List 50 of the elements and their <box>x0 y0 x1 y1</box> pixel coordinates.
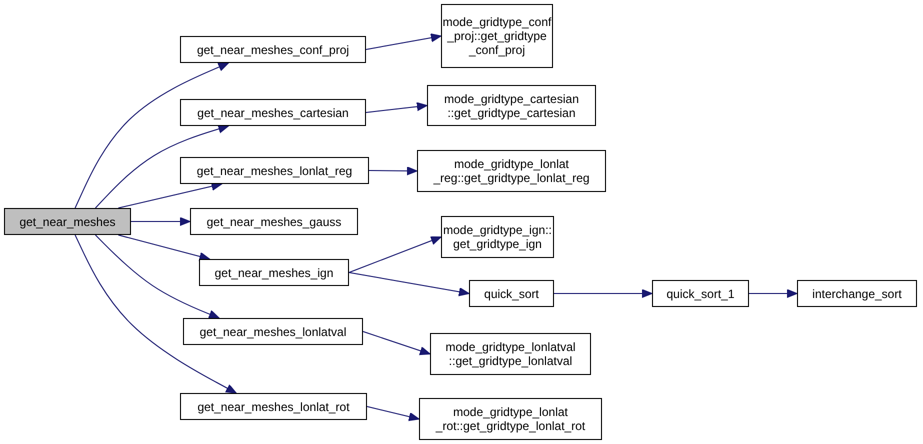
function-box <box>441 4 553 68</box>
function-name: get_near_meshes <box>19 214 116 228</box>
function-name: get_near_meshes_lonlatval <box>200 324 346 338</box>
arrow <box>366 33 442 50</box>
function-name: quick_sort <box>484 286 539 300</box>
function-name: mode_gridtype_lonlat _reg::get_gridtype_lonlat_reg <box>432 157 591 185</box>
function-box <box>652 280 749 307</box>
function-box <box>430 333 591 375</box>
arrow <box>368 166 418 176</box>
arrow <box>366 406 420 422</box>
arrow <box>74 62 229 208</box>
function-box <box>797 280 917 307</box>
function-box <box>469 280 554 307</box>
function-name: quick_sort_1 <box>666 286 735 300</box>
arrow <box>348 272 470 296</box>
function-box <box>419 398 602 440</box>
arrow <box>118 182 222 208</box>
function-box <box>417 150 606 192</box>
function-name: get_near_meshes_conf_proj <box>196 42 350 56</box>
arrow <box>118 234 210 261</box>
function-box <box>180 99 366 126</box>
function-box <box>180 36 366 63</box>
arrow <box>554 289 652 298</box>
function-box <box>199 259 349 286</box>
arrow <box>74 234 237 394</box>
function-box <box>427 85 596 126</box>
function-box <box>180 157 369 184</box>
function-name: get_near_meshes_lonlat_reg <box>196 164 352 178</box>
function-box <box>180 393 367 420</box>
function-name: mode_gridtype_lonlat _rot::get_gridtype_lonlat_rot <box>434 405 586 433</box>
function-name: get_near_meshes_cartesian <box>197 106 349 120</box>
arrow <box>130 217 190 226</box>
function-box <box>441 216 554 258</box>
function-name: get_near_meshes_ign <box>214 266 334 280</box>
function-box <box>4 208 131 235</box>
function-name: mode_gridtype_lonlatval ::get_gridtype_lonlatval <box>444 340 577 368</box>
function-name: mode_gridtype_ign:: get_gridtype_ign <box>443 223 552 251</box>
function-box <box>183 318 363 345</box>
function-name: interchange_sort <box>812 286 902 300</box>
arrow <box>748 289 798 298</box>
arrow <box>94 124 229 208</box>
arrow <box>94 234 220 318</box>
function-box <box>190 208 358 235</box>
function-name: get_near_meshes_gauss <box>206 214 342 228</box>
arrow <box>366 102 428 113</box>
arrow <box>348 236 442 273</box>
function-name: mode_gridtype_cartesian ::get_gridtype_cartesian <box>443 92 580 120</box>
arrow <box>362 331 430 356</box>
function-name: mode_gridtype_conf _proj::get_gridtype _conf_proj <box>442 15 552 57</box>
function-name: get_near_meshes_lonlat_rot <box>197 400 350 414</box>
